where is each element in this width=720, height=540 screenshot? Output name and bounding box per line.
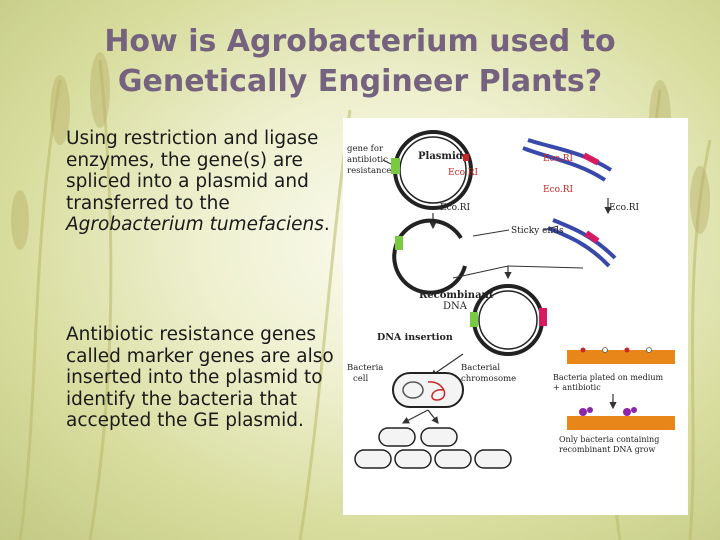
plated-label-line2: + antibiotic: [553, 383, 601, 392]
gene-label-line3: resistance: [347, 166, 391, 176]
dna-insertion-label: DNA insertion: [377, 332, 453, 343]
dna-label: DNA: [443, 301, 468, 312]
sticky-ends-label: Sticky ends: [511, 226, 564, 236]
paragraph-splicing-end: .: [323, 214, 330, 235]
dna-fragment: [522, 138, 613, 182]
plate-before: [567, 347, 675, 364]
ecori-label-3: Eco.RI: [543, 185, 574, 195]
slide-title: How is Agrobacterium used to Genetically…: [104, 24, 616, 99]
dividing-bacteria: [354, 427, 512, 469]
bacterial-chromosome-line1: Bacterial: [461, 363, 500, 373]
cut-plasmid: [392, 218, 467, 295]
paragraph-splicing-text: Using restriction and ligase enzymes, th…: [66, 128, 319, 214]
only-label-line1: Only bacteria containing: [559, 435, 659, 444]
recombinant-label: Recombinant: [419, 290, 494, 301]
bacterium-cell: [392, 372, 464, 408]
paragraph-marker-genes: Antibiotic resistance genes called marke…: [66, 324, 334, 431]
bacteria-cell-line1: Bacteria: [347, 363, 383, 373]
recombinant-dna-diagram: gene for antibiotic resistance Plasmid E…: [343, 118, 688, 515]
plasmid-circle: [391, 130, 473, 210]
plasmid-label: Plasmid: [418, 151, 463, 162]
ecori-label-1: Eco.RI: [448, 168, 479, 178]
cut-fragment: [547, 218, 617, 268]
gene-label-line2: antibiotic: [347, 155, 388, 165]
ecori-label-5: Eco.RI: [440, 203, 471, 213]
recombinant-plasmid: [470, 284, 547, 356]
plated-label-line1: Bacteria plated on medium: [553, 373, 664, 382]
gene-label-line1: gene for: [347, 144, 384, 154]
plate-after: [567, 407, 675, 430]
paragraph-splicing: Using restriction and ligase enzymes, th…: [66, 128, 356, 236]
bacterial-chromosome-line2: chromosome: [461, 374, 516, 384]
ecori-label-4: Eco.RI: [609, 203, 640, 213]
only-label-line2: recombinant DNA grow: [559, 445, 655, 454]
bacteria-cell-line2: cell: [353, 374, 369, 384]
ecori-label-2: Eco.RI: [543, 154, 574, 164]
agrobacterium-name: Agrobacterium tumefaciens: [66, 214, 324, 235]
